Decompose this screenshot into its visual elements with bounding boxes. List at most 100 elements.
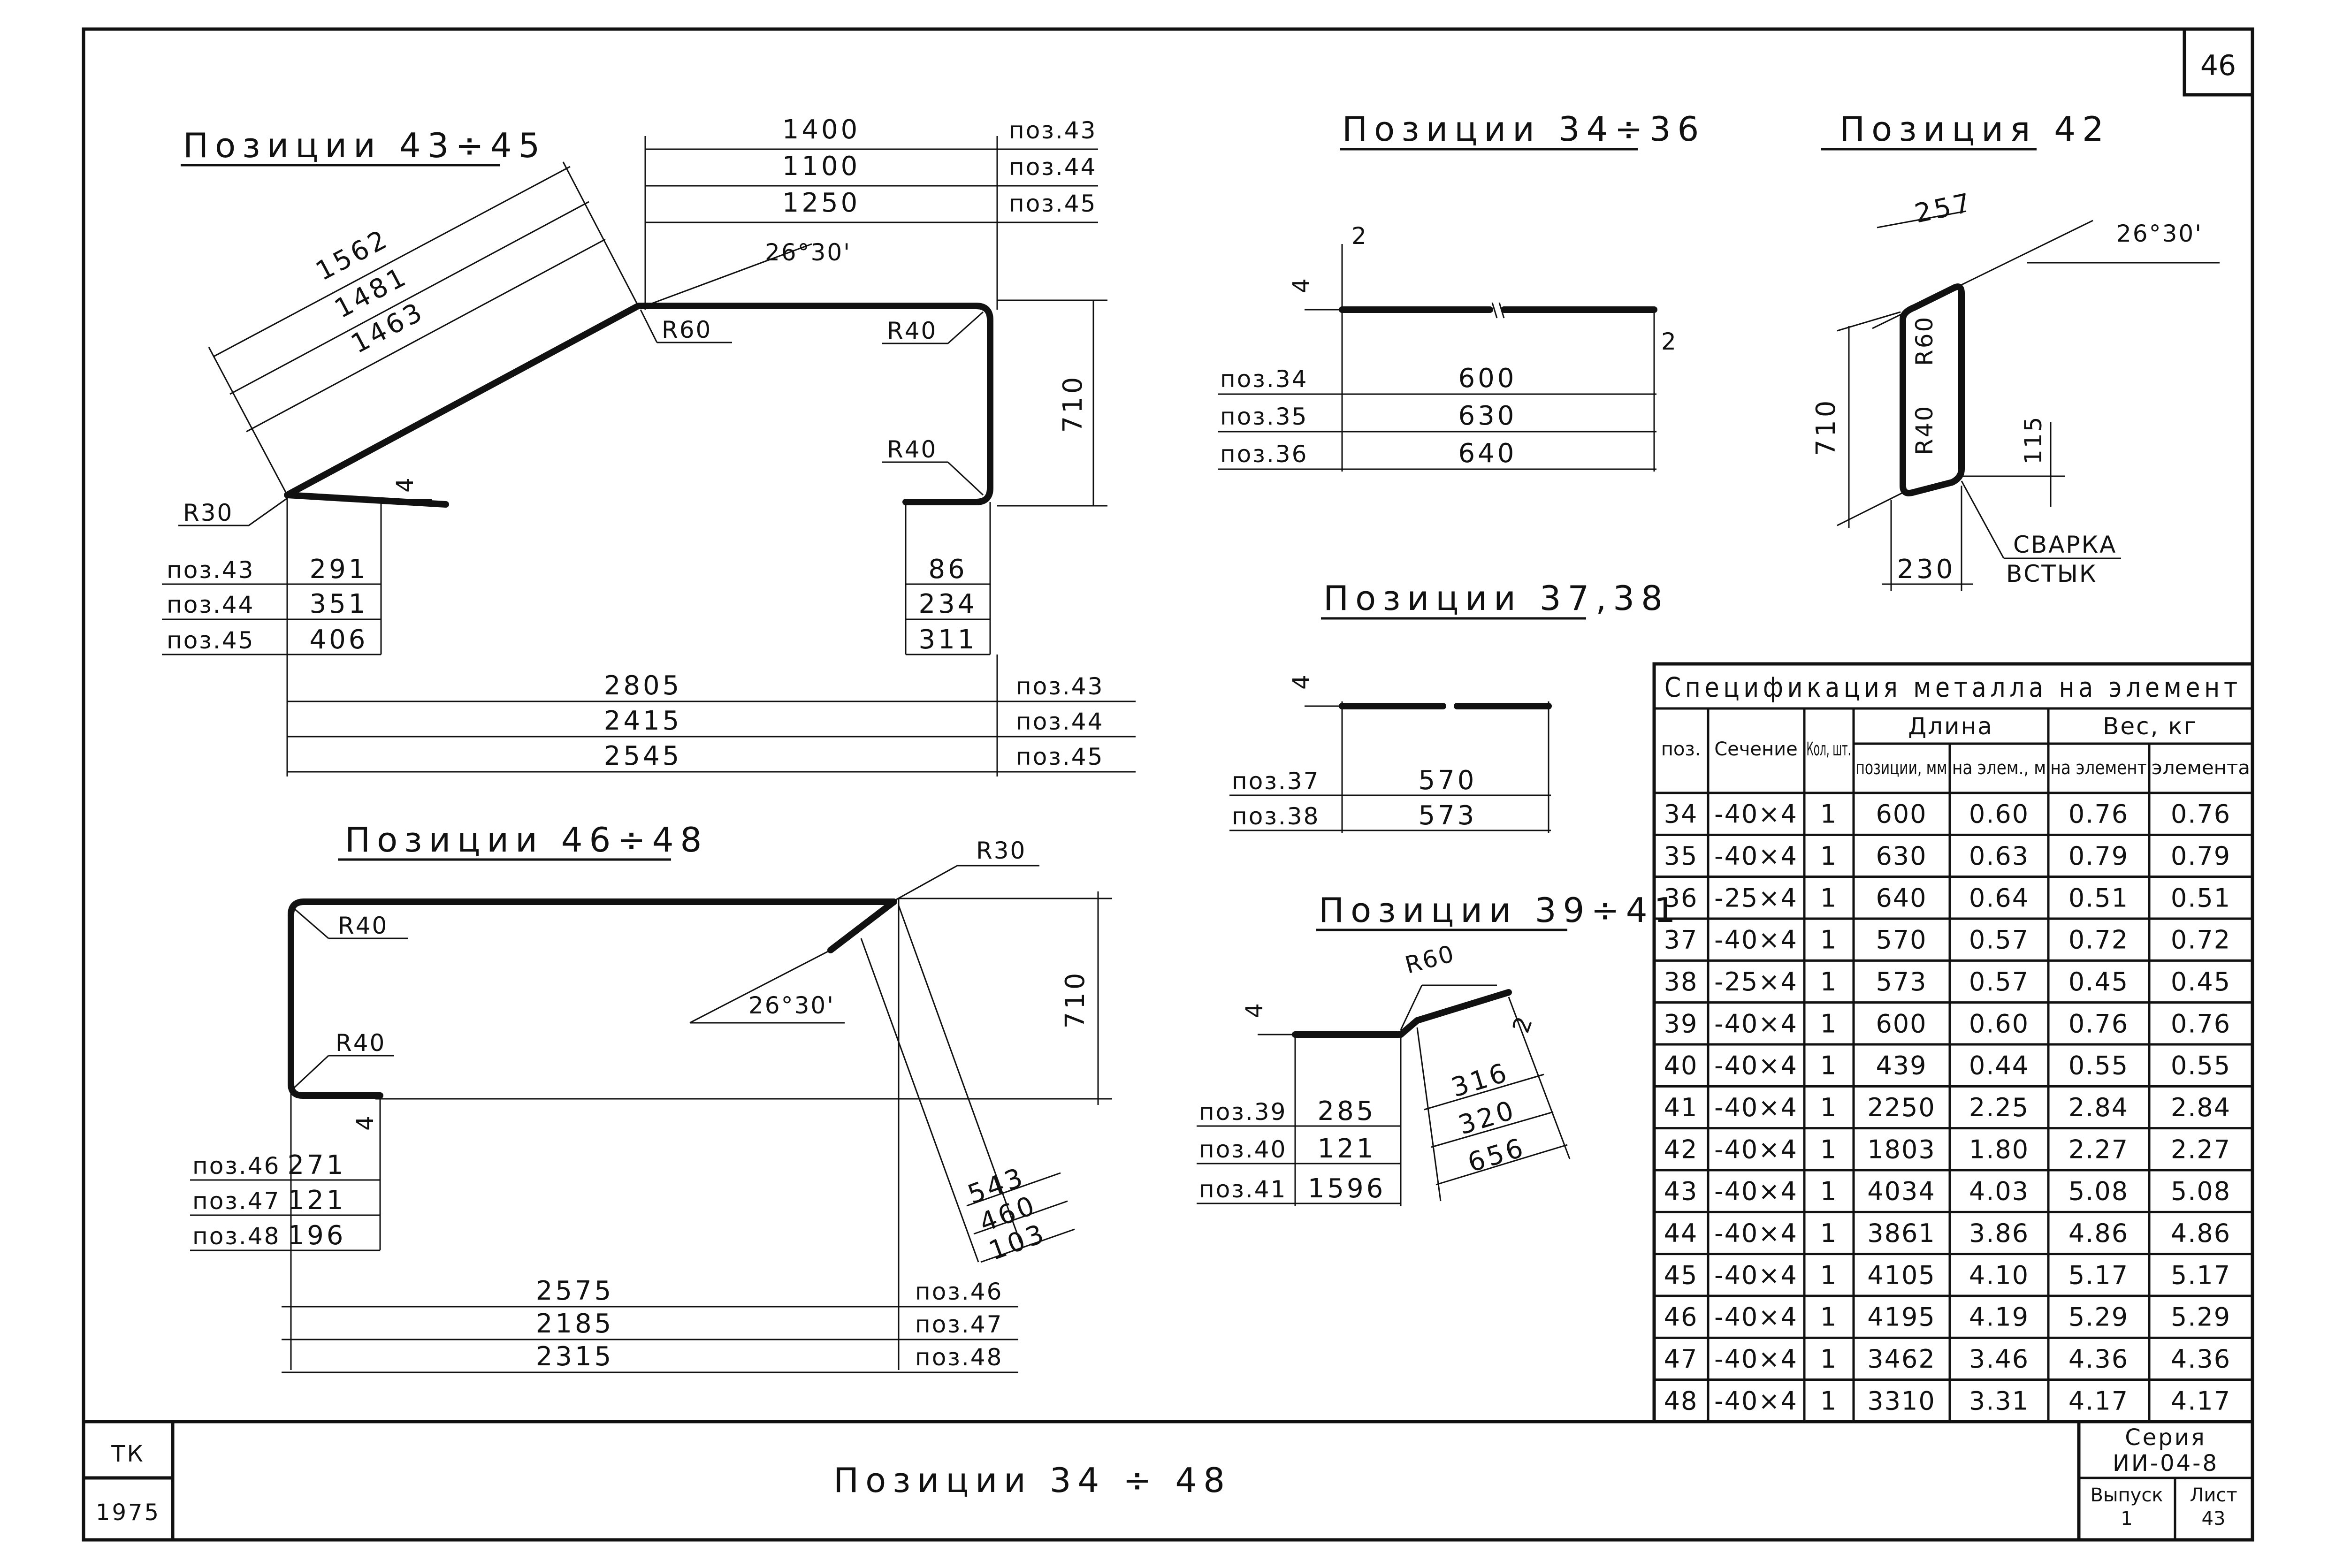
spec-cell-w-total: 0.55 (2171, 1051, 2231, 1081)
spec-cell-len-elem: 4.10 (1969, 1260, 2029, 1290)
spec-cell-pos: 43 (1664, 1177, 1698, 1206)
spec-cell-section: -40×4 (1714, 799, 1798, 829)
spec-cell-w-total: 4.36 (2171, 1344, 2231, 1374)
t-2-top: 2 (1351, 222, 1368, 250)
spec-cell-len-elem: 3.86 (1969, 1218, 2029, 1248)
bottom-2315: 2315 (536, 1341, 614, 1372)
stamp-sheet-label: Лист (2190, 1484, 2237, 1506)
stamp-title: Позиции 34 ÷ 48 (833, 1461, 1231, 1500)
bottom-dim-3: 2545 (604, 741, 682, 771)
spec-cell-pos: 45 (1664, 1260, 1698, 1290)
ref-top-2: поз.44 (1009, 153, 1097, 181)
dim-top-3: 1250 (782, 188, 861, 218)
spec-cell-qty: 1 (1820, 1260, 1837, 1290)
ref-36: поз.36 (1220, 441, 1308, 468)
spec-cell-len-elem: 0.57 (1969, 925, 2029, 955)
hdr-weight: Вес, кг (2103, 713, 2198, 740)
spec-cell-len-pos: 2250 (1867, 1093, 1935, 1122)
left-ref-3: поз.45 (167, 627, 254, 654)
hdr-length: Длина (1908, 713, 1993, 740)
ref-48: поз.48 (192, 1223, 280, 1250)
spec-cell-len-elem: 0.64 (1969, 883, 2029, 913)
title-block: ТК 1975 Позиции 34 ÷ 48 Серия ИИ-04-8 Вы… (96, 1424, 2237, 1530)
ref-38: поз.38 (1232, 803, 1320, 830)
spec-cell-w-elem: 2.84 (2068, 1093, 2129, 1122)
spec-cell-len-pos: 4105 (1867, 1260, 1935, 1290)
hdr-len-pos: позиции, мм (1856, 757, 1947, 779)
val-121-46: 121 (288, 1185, 346, 1216)
spec-cell-section: -40×4 (1714, 1051, 1798, 1081)
spec-cell-pos: 40 (1664, 1051, 1698, 1081)
spec-cell-qty: 1 (1820, 925, 1837, 955)
spec-cell-len-pos: 3861 (1867, 1218, 1935, 1248)
spec-cell-w-elem: 0.79 (2068, 841, 2129, 871)
spec-cell-qty: 1 (1820, 1386, 1837, 1416)
val-285: 285 (1318, 1096, 1376, 1127)
spec-cell-qty: 1 (1820, 841, 1837, 871)
spec-cell-section: -40×4 (1714, 1093, 1798, 1122)
dim-thickness: 4 (391, 476, 419, 493)
spec-cell-qty: 1 (1820, 1218, 1837, 1248)
stamp-series-label: Серия (2125, 1424, 2206, 1451)
spec-cell-pos: 47 (1664, 1344, 1698, 1374)
ref-35: поз.35 (1220, 403, 1308, 430)
spec-cell-qty: 1 (1820, 1009, 1837, 1038)
spec-cell-section: -40×4 (1714, 1218, 1798, 1248)
angle-label: 26°30' (765, 239, 851, 266)
val-570: 570 (1419, 765, 1477, 796)
spec-cell-len-elem: 0.57 (1969, 967, 2029, 997)
ref-47: поз.47 (192, 1187, 280, 1215)
val-1596: 1596 (1308, 1173, 1386, 1204)
radius-r60-39: R60 (1402, 940, 1458, 979)
spec-cell-len-elem: 3.46 (1969, 1344, 2029, 1374)
spec-cell-section: -40×4 (1714, 1009, 1798, 1038)
stamp-sheet: 43 (2202, 1508, 2226, 1530)
slant-656: 656 (1464, 1132, 1529, 1179)
val-600: 600 (1458, 363, 1517, 394)
spec-cell-len-elem: 0.44 (1969, 1051, 2029, 1081)
dim-710: 710 (1811, 398, 1841, 457)
spec-cell-section: -40×4 (1714, 1302, 1798, 1332)
spec-cell-section: -40×4 (1714, 925, 1798, 955)
left-val-1: 291 (310, 554, 368, 585)
angle-42: 26°30' (2116, 220, 2203, 247)
spec-cell-w-total: 0.51 (2171, 883, 2231, 913)
spec-cell-qty: 1 (1820, 1344, 1837, 1374)
radius-r40-bottom-46: R40 (336, 1029, 386, 1057)
bar-profile-46 (288, 898, 897, 1099)
t-2-right: 2 (1661, 328, 1678, 355)
spec-cell-len-elem: 3.31 (1969, 1386, 2029, 1416)
spec-cell-w-elem: 5.29 (2068, 1302, 2129, 1332)
sheet-number: 46 (2200, 49, 2236, 82)
spec-cell-len-pos: 4034 (1867, 1177, 1935, 1206)
bar-profile (284, 303, 993, 508)
spec-cell-w-elem: 0.72 (2068, 925, 2129, 955)
spec-cell-len-pos: 4195 (1867, 1302, 1935, 1332)
radius-r30-46: R30 (976, 837, 1026, 864)
left-val-3: 406 (310, 624, 368, 655)
ref-top-3: поз.45 (1009, 190, 1097, 217)
bottom-dim-2: 2415 (604, 706, 682, 736)
spec-cell-qty: 1 (1820, 1051, 1837, 1081)
spec-cell-w-total: 4.86 (2171, 1218, 2231, 1248)
t-4-37: 4 (1288, 673, 1315, 690)
spec-cell-w-elem: 0.76 (2068, 1009, 2129, 1038)
spec-cell-w-total: 0.45 (2171, 967, 2231, 997)
spec-cell-len-elem: 4.03 (1969, 1177, 2029, 1206)
ref-39: поз.39 (1199, 1098, 1287, 1126)
slant-316: 316 (1448, 1057, 1512, 1104)
title-pos-42: Позиция 42 (1840, 109, 2110, 149)
spec-cell-w-total: 0.76 (2171, 1009, 2231, 1038)
radius-r60-42: R60 (1911, 316, 1938, 366)
left-ref-1: поз.43 (167, 556, 254, 584)
hdr-len-elem: на элем., м (1952, 757, 2046, 779)
drawing-pos-34-36: Позиции 34÷36 4 2 2 поз.34 поз.35 поз.36… (1218, 109, 1699, 472)
radius-r30: R30 (183, 499, 233, 526)
bottom-dim-1: 2805 (604, 670, 682, 701)
spec-cell-w-elem: 5.17 (2068, 1260, 2129, 1290)
ref-37: поз.37 (1232, 768, 1320, 795)
spec-cell-w-elem: 0.76 (2068, 799, 2129, 829)
dim-710-46: 710 (1060, 970, 1091, 1029)
